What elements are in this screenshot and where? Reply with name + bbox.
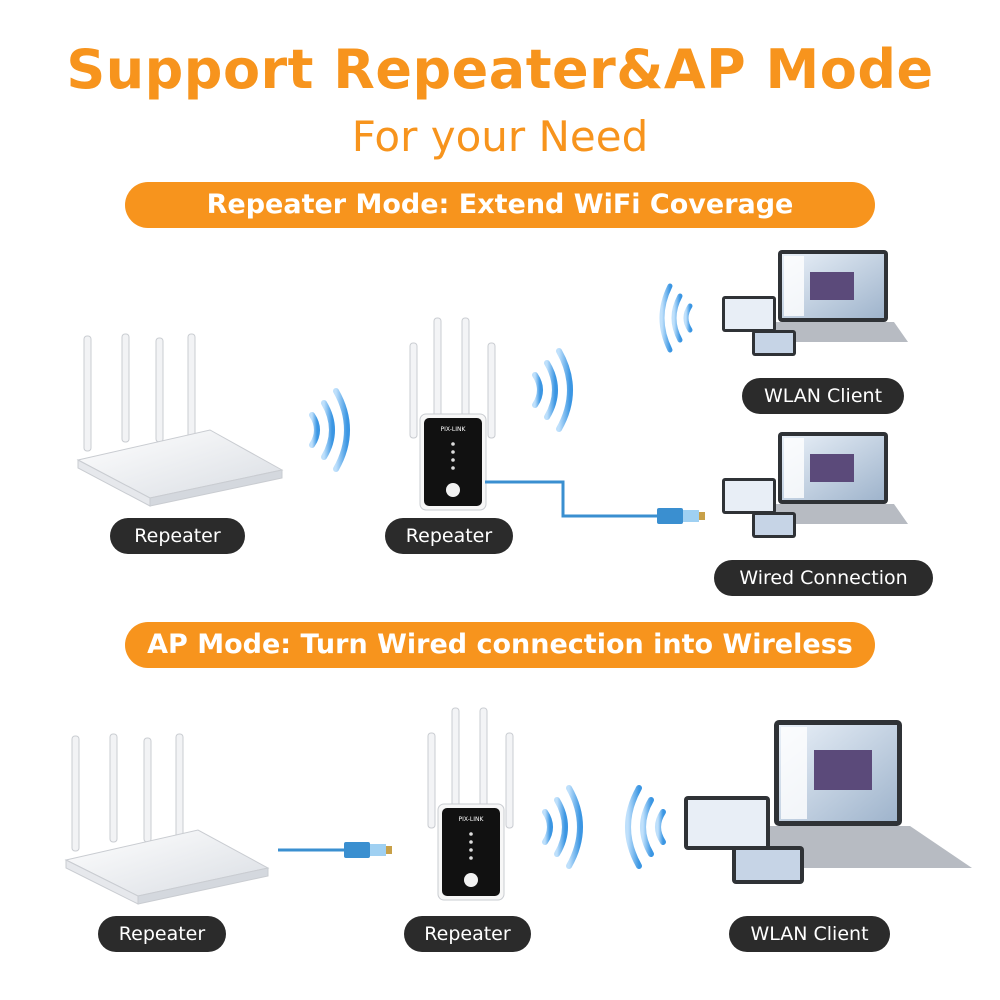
- device-brand-label: PIX-LINK: [441, 426, 467, 433]
- wired-connection-label: Wired Connection: [714, 560, 933, 596]
- router-label: Repeater: [98, 916, 226, 952]
- wlan-client-label: WLAN Client: [742, 378, 904, 414]
- page-subtitle: For your Need: [351, 112, 649, 161]
- wired-client-devices-image: [722, 432, 908, 538]
- ap-mode-banner: AP Mode: Turn Wired connection into Wire…: [125, 622, 875, 668]
- wlan-client-devices-image: [722, 250, 908, 356]
- router-image: [64, 733, 270, 905]
- wifi-signal-icon: [625, 785, 666, 869]
- wifi-signal-icon: [309, 388, 350, 472]
- wifi-signal-icon: [532, 348, 573, 432]
- wifi-signal-icon: [659, 283, 693, 353]
- wifi-signal-icon: [542, 785, 583, 869]
- wlan-client-label: WLAN Client: [729, 916, 890, 952]
- ethernet-cable-icon: [485, 480, 705, 524]
- router-image: [76, 333, 284, 507]
- device-brand-label: PIX-LINK: [459, 816, 485, 823]
- wlan-client-devices-image: [684, 720, 972, 884]
- router-label: Repeater: [110, 518, 245, 554]
- repeater-label: Repeater: [404, 916, 531, 952]
- repeater-mode-banner: Repeater Mode: Extend WiFi Coverage: [125, 182, 875, 228]
- ethernet-cable-icon: [278, 842, 392, 858]
- page-title: Support Repeater&AP Mode: [66, 38, 934, 101]
- repeater-device-image: PIX-LINK: [409, 317, 496, 511]
- repeater-label: Repeater: [385, 518, 513, 554]
- repeater-device-image: PIX-LINK: [427, 707, 514, 901]
